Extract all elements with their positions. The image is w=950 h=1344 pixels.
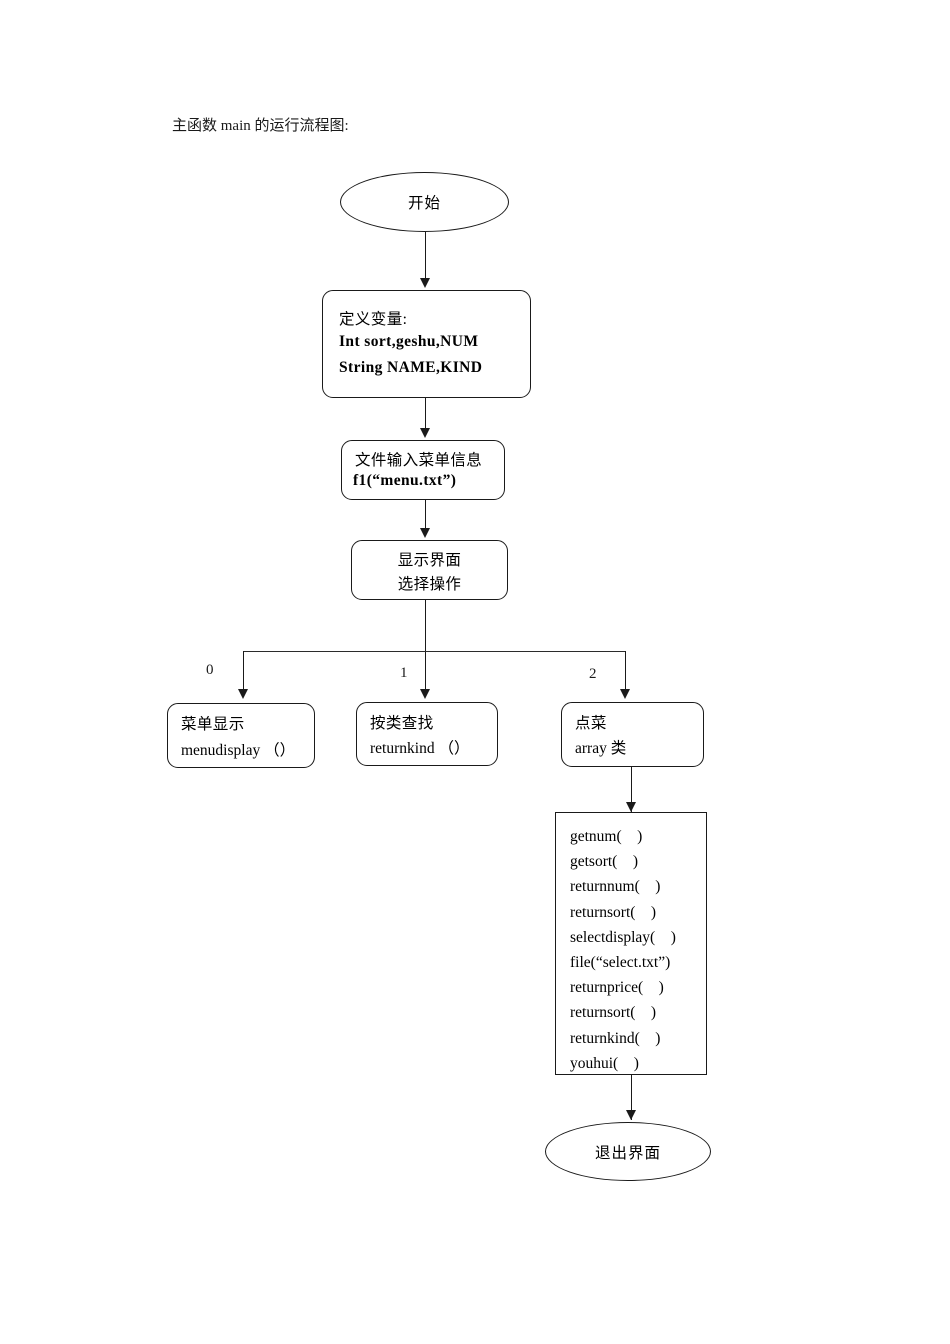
- start-node: 开始: [340, 172, 509, 232]
- declare-variables-node: 定义变量: Int sort,geshu,NUM String NAME,KIN…: [322, 290, 531, 398]
- page-title: 主函数 main 的运行流程图:: [172, 118, 349, 134]
- method-list: getnum( ) getsort( ) returnnum( ) return…: [570, 824, 700, 1076]
- branch-0-line-2: menudisplay （）: [181, 742, 296, 759]
- branch-label-zero: 0: [206, 662, 214, 678]
- connector-file-to-display: [425, 500, 426, 530]
- method-item: selectdisplay( ): [570, 928, 676, 946]
- arrowhead-display: [420, 528, 430, 538]
- connector-declare-to-file: [425, 398, 426, 430]
- method-item: returnprice( ): [570, 979, 664, 997]
- file-input-line-1: 文件输入菜单信息: [355, 452, 483, 469]
- arrowhead-branch-two: [620, 689, 630, 699]
- file-input-node: 文件输入菜单信息 f1(“menu.txt”): [341, 440, 505, 500]
- branch-0-line-1: 菜单显示: [181, 716, 245, 733]
- display-line-1: 显示界面: [397, 552, 462, 569]
- arrowhead-branch-zero: [238, 689, 248, 699]
- declare-line-3: String NAME,KIND: [339, 359, 483, 376]
- branch-1-line-1: 按类查找: [370, 715, 434, 732]
- method-item: returnsort( ): [570, 903, 657, 921]
- branch-2-line-2: array 类: [575, 740, 627, 757]
- connector-start-to-declare: [425, 232, 426, 280]
- file-input-line-2: f1(“menu.txt”): [353, 472, 457, 489]
- method-item: file(“select.txt”): [570, 954, 671, 972]
- branch-label-one: 1: [400, 665, 408, 681]
- connector-display-trunk: [425, 600, 426, 691]
- branch-1-line-2: returnkind （）: [370, 740, 470, 757]
- method-item: getsort( ): [570, 853, 639, 871]
- method-item: returnsort( ): [570, 1004, 657, 1022]
- display-interface-node: 显示界面 选择操作: [351, 540, 508, 600]
- branch-node-menu-display: 菜单显示 menudisplay （）: [167, 703, 315, 768]
- declare-line-2: Int sort,geshu,NUM: [339, 333, 479, 350]
- connector-methods-to-exit: [631, 1075, 632, 1120]
- end-node: 退出界面: [545, 1122, 711, 1181]
- arrowhead-exit: [626, 1110, 636, 1120]
- branch-distribution-bar: [243, 651, 625, 652]
- connector-order-to-methods: [631, 767, 632, 812]
- branch-2-line-1: 点菜: [575, 715, 607, 732]
- start-node-label: 开始: [407, 195, 441, 212]
- branch-label-two: 2: [589, 666, 597, 682]
- method-list-node: getnum( ) getsort( ) returnnum( ) return…: [555, 812, 707, 1075]
- connector-branch-two: [625, 651, 626, 691]
- method-item: youhui( ): [570, 1054, 639, 1072]
- method-item: getnum( ): [570, 828, 643, 845]
- connector-branch-zero: [243, 651, 244, 691]
- display-line-2: 选择操作: [397, 576, 462, 593]
- branch-node-order-dishes: 点菜 array 类: [561, 702, 704, 767]
- branch-node-search-by-kind: 按类查找 returnkind （）: [356, 702, 498, 766]
- arrowhead-file-input: [420, 428, 430, 438]
- declare-line-1: 定义变量:: [339, 311, 408, 328]
- method-item: returnnum( ): [570, 878, 661, 896]
- method-item: returnkind( ): [570, 1029, 661, 1047]
- arrowhead-method-list: [626, 802, 636, 812]
- end-node-label: 退出界面: [594, 1144, 661, 1162]
- arrowhead-branch-one: [420, 689, 430, 699]
- arrowhead-declare: [420, 278, 430, 288]
